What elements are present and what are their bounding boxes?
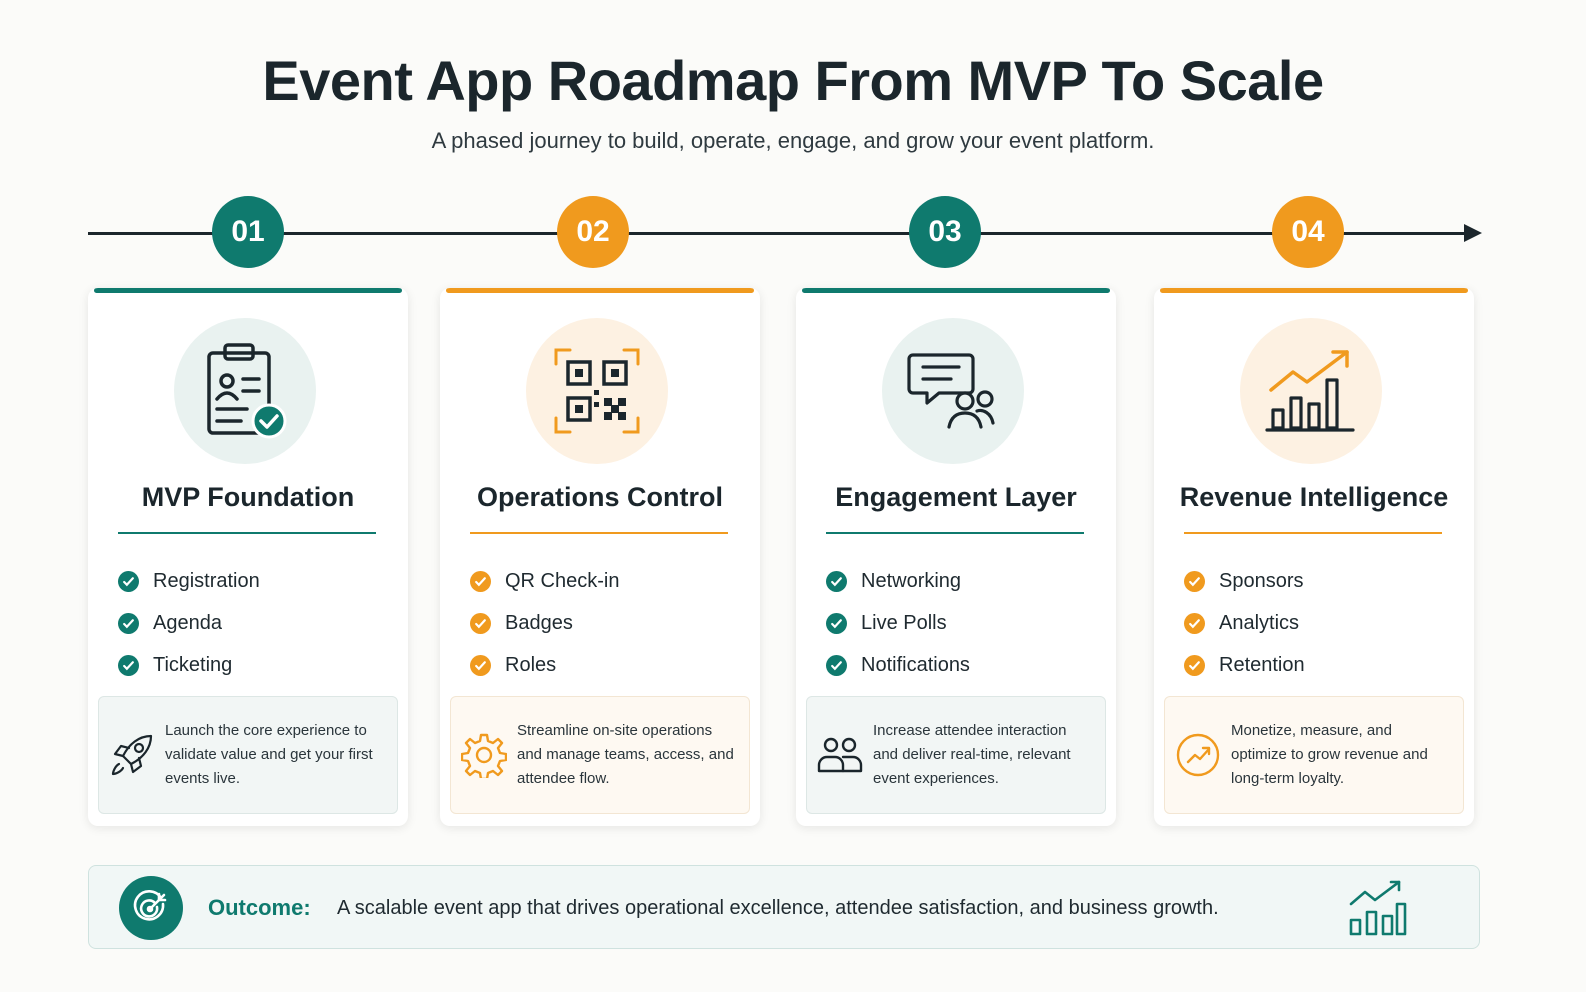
feature-list: Registration Agenda Ticketing (118, 560, 260, 686)
phase-card-revenue-intelligence: Revenue Intelligence Sponsors Analytics … (1154, 288, 1474, 826)
check-icon (826, 654, 847, 676)
trend-up-icon (1165, 732, 1231, 778)
phase-note: Increase attendee interaction and delive… (806, 696, 1106, 814)
check-icon (1184, 612, 1205, 634)
card-divider (826, 532, 1084, 534)
card-accent-bar (1160, 288, 1468, 293)
phase-note-text: Launch the core experience to validate v… (165, 722, 373, 787)
feature-label: Retention (1219, 653, 1305, 676)
page-subtitle: A phased journey to build, operate, enga… (431, 128, 1155, 153)
feature-item: Retention (1184, 644, 1305, 686)
feature-label: Ticketing (153, 653, 233, 676)
check-icon (118, 570, 139, 592)
phase-card-mvp-foundation: MVP Foundation Registration Agenda Ticke… (88, 288, 408, 826)
check-icon (470, 654, 491, 676)
outcome-label: Outcome: (208, 895, 311, 920)
check-icon (826, 570, 847, 592)
outcome-banner: Outcome: A scalable event app that drive… (88, 865, 1480, 949)
outcome-text: A scalable event app that drives operati… (337, 897, 1219, 919)
feature-label: Agenda (153, 611, 222, 634)
phase-note: Launch the core experience to validate v… (98, 696, 398, 814)
phase-card-engagement-layer: Engagement Layer Networking Live Polls N… (796, 288, 1116, 826)
card-accent-bar (94, 288, 402, 293)
card-accent-bar (446, 288, 754, 293)
feature-item: Notifications (826, 644, 970, 686)
timeline-line (88, 232, 1468, 235)
bar-growth-icon (1347, 880, 1407, 941)
check-icon (118, 654, 139, 676)
feature-item: Agenda (118, 602, 260, 644)
feature-item: Analytics (1184, 602, 1305, 644)
timeline-arrow-icon (1464, 224, 1482, 242)
card-divider (1184, 532, 1442, 534)
feature-label: Live Polls (861, 611, 947, 634)
rocket-icon (99, 730, 165, 780)
step-marker-03: 03 (909, 196, 981, 268)
feature-list: Sponsors Analytics Retention (1184, 560, 1305, 686)
feature-label: QR Check-in (505, 569, 620, 592)
step-marker-01: 01 (212, 196, 284, 268)
phase-note: Streamline on-site operations and manage… (450, 696, 750, 814)
check-icon (470, 612, 491, 634)
check-icon (118, 612, 139, 634)
feature-label: Sponsors (1219, 569, 1304, 592)
feature-label: Registration (153, 569, 260, 592)
card-title: Revenue Intelligence (1179, 482, 1449, 512)
feature-list: Networking Live Polls Notifications (826, 560, 970, 686)
feature-item: Ticketing (118, 644, 260, 686)
card-title: Operations Control (476, 482, 723, 512)
card-accent-bar (802, 288, 1110, 293)
feature-item: Registration (118, 560, 260, 602)
phase-card-operations-control: Operations Control QR Check-in Badges Ro… (440, 288, 760, 826)
check-icon (470, 570, 491, 592)
card-title: MVP Foundation (141, 482, 355, 512)
feature-label: Roles (505, 653, 557, 676)
step-marker-04: 04 (1272, 196, 1344, 268)
users-icon (807, 735, 873, 775)
card-title: Engagement Layer (835, 482, 1077, 512)
gear-icon (451, 732, 517, 778)
phase-note: Monetize, measure, and optimize to grow … (1164, 696, 1464, 814)
card-divider (470, 532, 728, 534)
clipboard-check-icon (174, 318, 316, 464)
qr-code-icon (526, 318, 668, 464)
feature-list: QR Check-in Badges Roles (470, 560, 619, 686)
feature-item: Sponsors (1184, 560, 1305, 602)
card-divider (118, 532, 376, 534)
feature-item: Networking (826, 560, 970, 602)
page-title: Event App Roadmap From MVP To Scale (262, 49, 1324, 112)
check-icon (1184, 654, 1205, 676)
phase-note-text: Streamline on-site operations and manage… (517, 722, 734, 787)
feature-item: Live Polls (826, 602, 970, 644)
check-icon (826, 612, 847, 634)
feature-label: Analytics (1219, 611, 1300, 634)
feature-label: Notifications (861, 653, 970, 676)
feature-label: Networking (861, 569, 962, 592)
phase-note-text: Monetize, measure, and optimize to grow … (1231, 722, 1428, 787)
feature-item: QR Check-in (470, 560, 619, 602)
chat-people-icon (882, 318, 1024, 464)
feature-item: Roles (470, 644, 619, 686)
target-icon (119, 876, 183, 940)
feature-item: Badges (470, 602, 619, 644)
phase-note-text: Increase attendee interaction and delive… (873, 722, 1071, 787)
growth-chart-icon (1240, 318, 1382, 464)
check-icon (1184, 570, 1205, 592)
step-marker-02: 02 (557, 196, 629, 268)
feature-label: Badges (505, 611, 573, 634)
